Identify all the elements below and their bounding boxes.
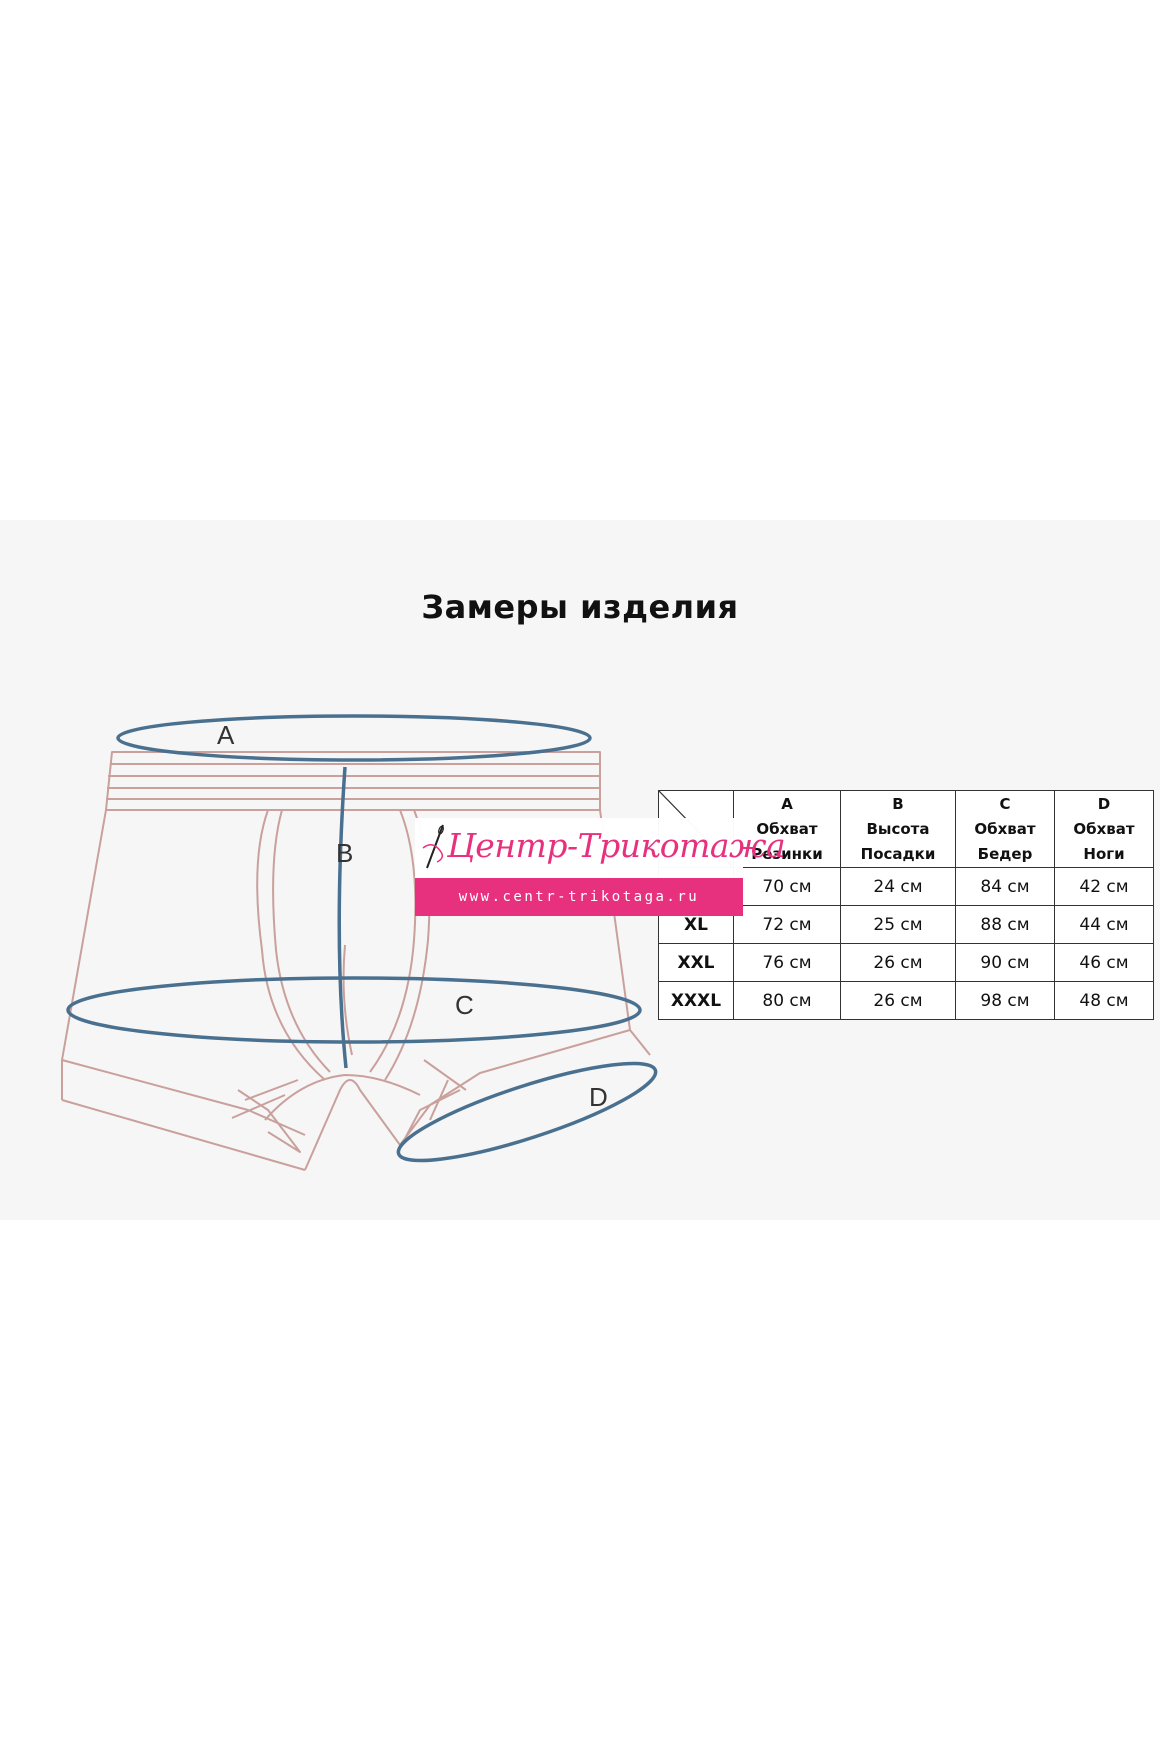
table-cell: 98 см (955, 981, 1055, 1020)
table-cell: 46 см (1054, 943, 1154, 982)
table-cell: 76 см (733, 943, 841, 982)
brand-url: www.centr-trikotaga.ru (415, 878, 743, 916)
measure-label-d: D (589, 1082, 608, 1112)
table-row: XXL 76 см 26 см 90 см 46 см (658, 943, 1154, 982)
table-cell: 42 см (1054, 867, 1154, 906)
table-cell: 25 см (840, 905, 956, 944)
table-cell: 72 см (733, 905, 841, 944)
table-row: XL 72 см 25 см 88 см 44 см (658, 905, 1154, 944)
table-cell: 88 см (955, 905, 1055, 944)
measure-d-leg (396, 1061, 658, 1163)
front-pouch-seam (256, 809, 326, 1081)
brand-name: Центр-Трикотажа (447, 826, 786, 865)
table-row: XXXL 80 см 26 см 98 см 48 см (658, 981, 1154, 1020)
size-cell: XXXL (658, 981, 734, 1020)
measure-b-rise (337, 766, 348, 1069)
brand-logo-watermark: Центр-Трикотажа www.centr-trikotaga.ru (415, 818, 786, 920)
measure-label-a: A (217, 720, 235, 750)
measure-a-waist (116, 714, 592, 762)
right-leg-hem (399, 1029, 631, 1146)
size-cell: XXL (658, 943, 734, 982)
table-cell: 90 см (955, 943, 1055, 982)
table-cell: 26 см (840, 981, 956, 1020)
table-cell: 48 см (1054, 981, 1154, 1020)
crotch-outline (304, 1079, 401, 1171)
measure-c-hip (66, 976, 642, 1044)
boxer-briefs-diagram (61, 714, 658, 1171)
garment-left-side (61, 809, 107, 1100)
page-title: Замеры изделия (421, 588, 739, 626)
table-cell: 70 см (733, 867, 841, 906)
table-cell: 26 см (840, 943, 956, 982)
table-cell: 80 см (733, 981, 841, 1020)
measure-label-c: C (455, 990, 474, 1020)
needle-icon (422, 824, 444, 869)
table-cell: 44 см (1054, 905, 1154, 944)
measurement-panel: Замеры изделия (0, 520, 1160, 1220)
measure-label-b: B (336, 838, 354, 868)
table-cell: 84 см (955, 867, 1055, 906)
table-cell: 24 см (840, 867, 956, 906)
